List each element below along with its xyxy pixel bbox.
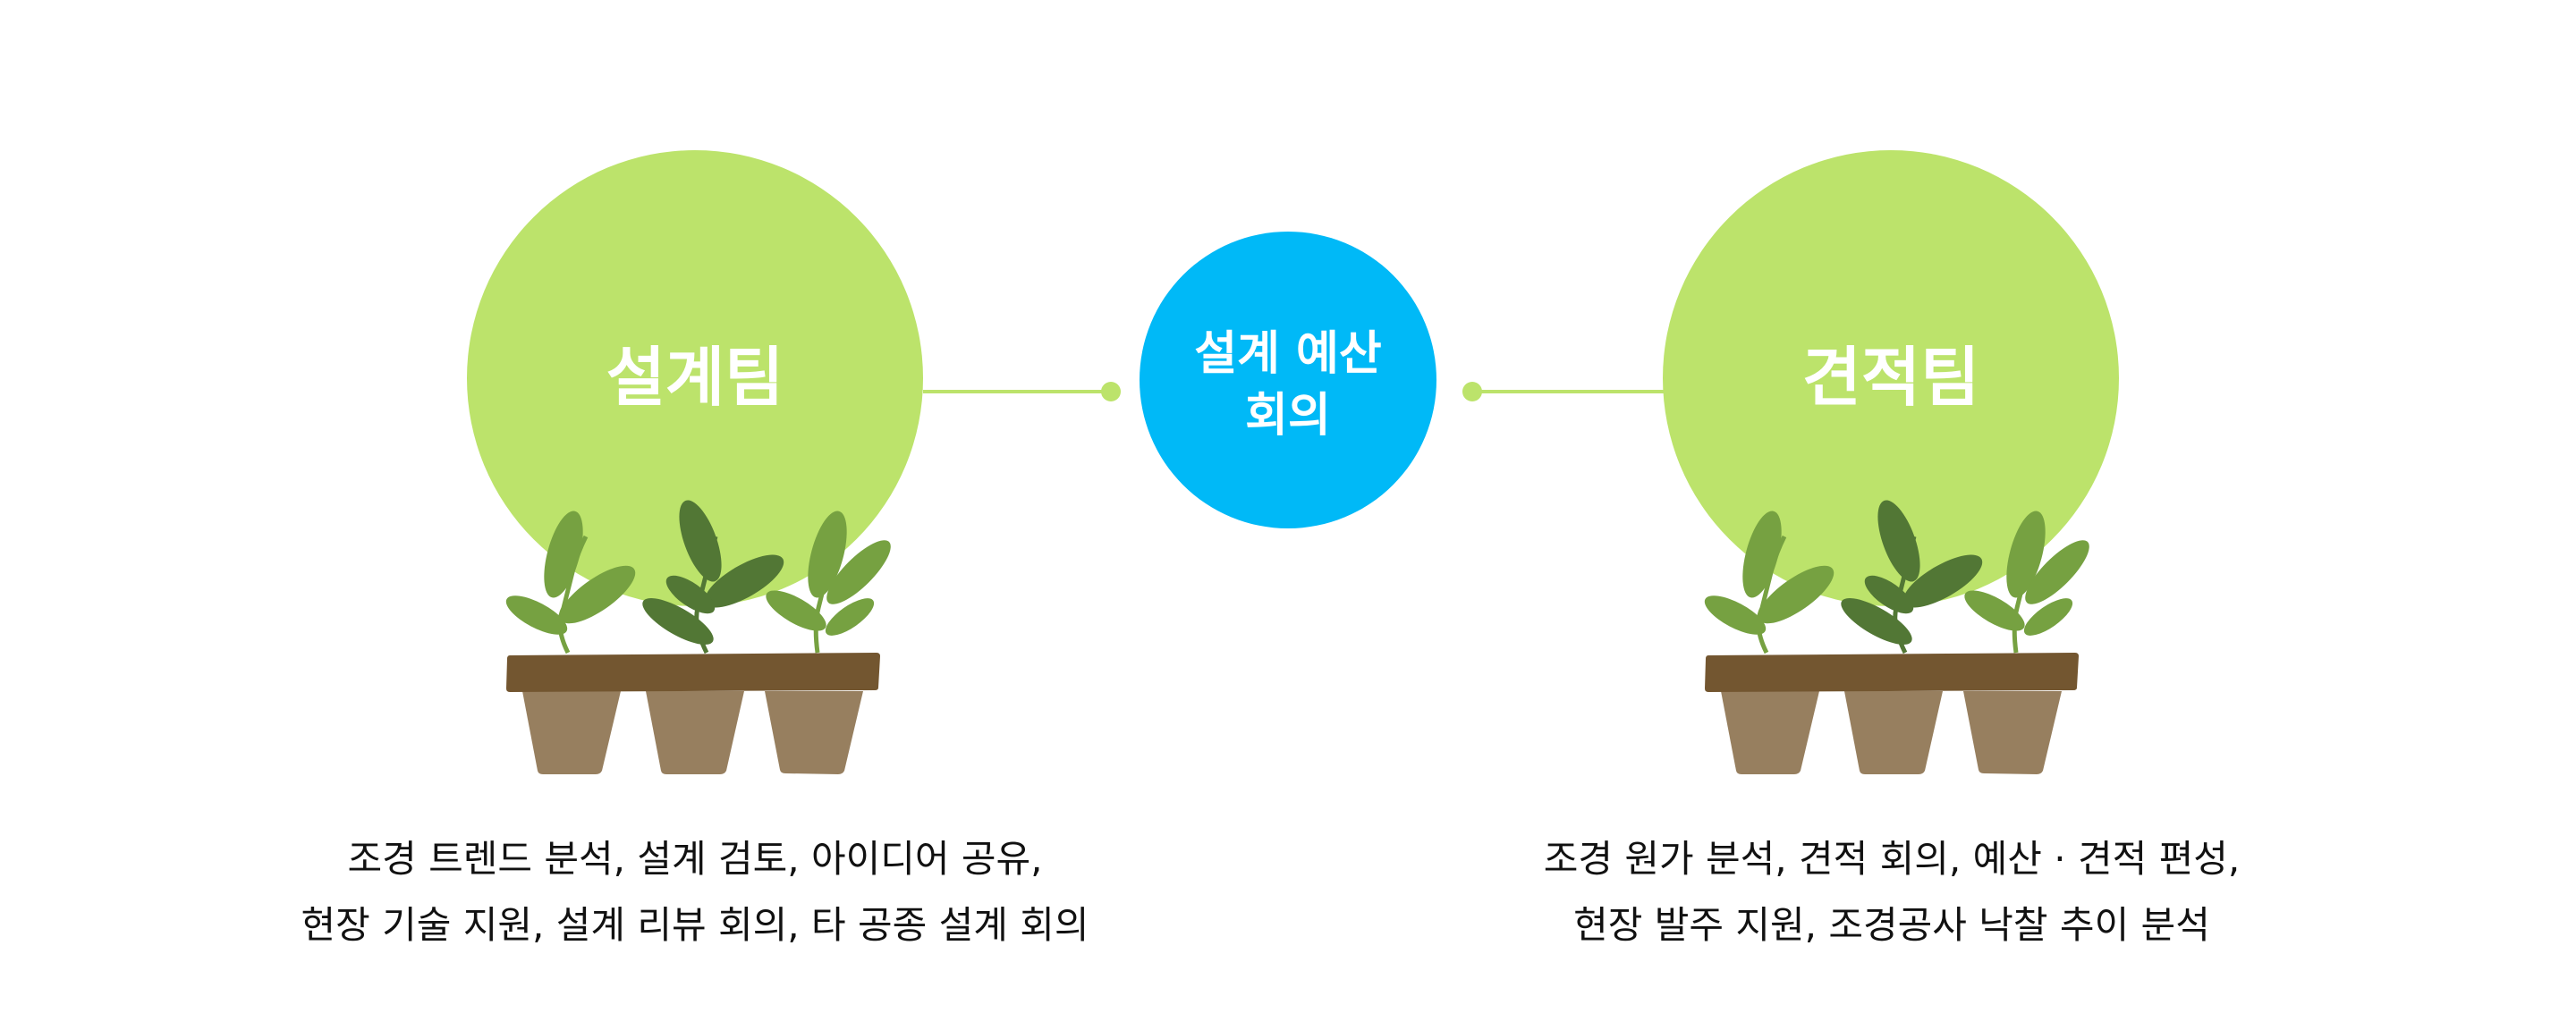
left-team-description-line-2: 현장 기술 지원, 설계 리뷰 회의, 타 공종 설계 회의 bbox=[301, 903, 1089, 947]
left-team-circle bbox=[467, 150, 923, 606]
left-connector-dot bbox=[1101, 382, 1121, 401]
left-team-node: 설계팀 조경 트렌드 분석, 설계 검토, 아이디어 공유, 현장 기술 지원,… bbox=[301, 150, 1089, 947]
left-team-title: 설계팀 bbox=[606, 340, 784, 415]
center-circle bbox=[1140, 232, 1436, 528]
right-team-node: 견적팀 조경 원가 분석, 견적 회의, 예산 · 견적 편성, 현장 발주 지… bbox=[1544, 150, 2240, 947]
left-team-description-line-1: 조경 트렌드 분석, 설계 검토, 아이디어 공유, bbox=[347, 837, 1042, 881]
center-title-line-2: 회의 bbox=[1245, 389, 1331, 443]
seedling-pots-illustration bbox=[501, 495, 899, 774]
right-team-title: 견적팀 bbox=[1802, 340, 1980, 415]
right-connector-dot bbox=[1462, 382, 1482, 401]
center-title-line-1: 설계 예산 bbox=[1194, 327, 1381, 381]
seedling-pots-illustration bbox=[1699, 495, 2097, 774]
right-team-circle bbox=[1663, 150, 2119, 606]
right-team-description-line-1: 조경 원가 분석, 견적 회의, 예산 · 견적 편성, bbox=[1544, 837, 2240, 881]
center-meeting-node: 설계 예산 회의 bbox=[1140, 232, 1436, 528]
right-team-description-line-2: 현장 발주 지원, 조경공사 낙찰 추이 분석 bbox=[1573, 903, 2210, 947]
